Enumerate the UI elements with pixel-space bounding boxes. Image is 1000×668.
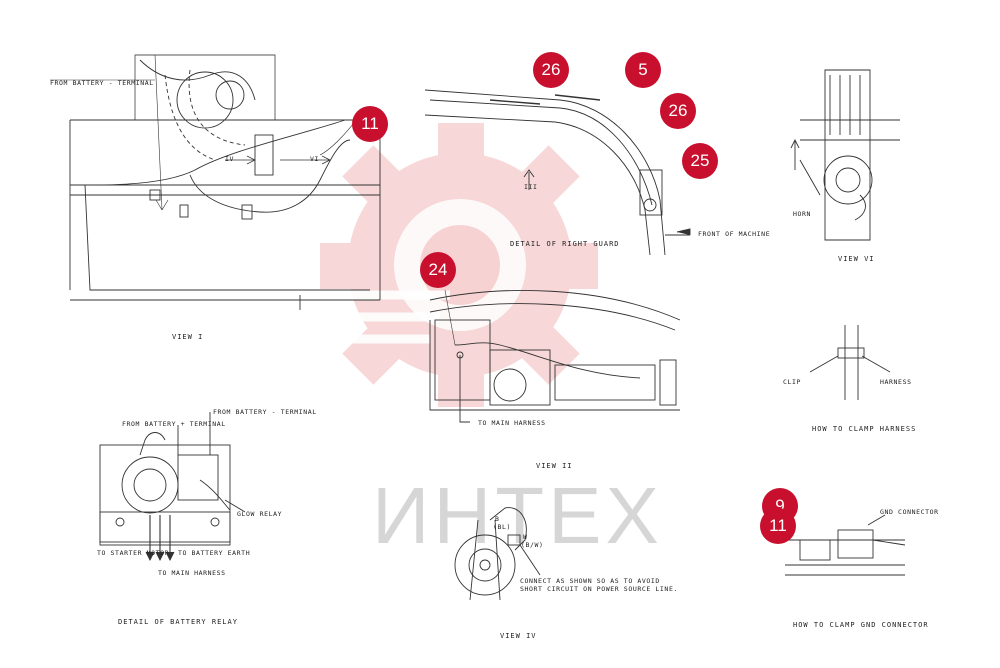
callout-11-gnd[interactable]: 11 (760, 508, 796, 544)
callout-5[interactable]: 5 (625, 52, 661, 88)
callout-25[interactable]: 25 (682, 143, 718, 179)
watermark-gear-icon (320, 123, 598, 407)
label-connect-note-1: CONNECT AS SHOWN SO AS TO AVOID (520, 577, 660, 585)
caption-how-to-clamp-gnd: HOW TO CLAMP GND CONNECTOR (793, 621, 929, 629)
caption-detail-battery-relay: DETAIL OF BATTERY RELAY (118, 618, 238, 626)
label-harness: HARNESS (880, 378, 912, 386)
label-connect-note-2: SHORT CIRCUIT ON POWER SOURCE LINE. (520, 585, 678, 593)
callout-26-right[interactable]: 26 (660, 93, 696, 129)
label-to-main-harness-view2: TO MAIN HARNESS (478, 419, 546, 427)
caption-how-to-clamp-harness: HOW TO CLAMP HARNESS (812, 425, 917, 433)
label-view-vi-mark: VI (310, 155, 320, 163)
label-bl-mark: (BL) (493, 523, 512, 531)
label-from-battery-minus-relay: FROM BATTERY - TERMINAL (213, 408, 317, 416)
callout-26-top[interactable]: 26 (533, 52, 569, 88)
caption-view-4: VIEW IV (500, 632, 537, 640)
label-view-iv-mark: IV (225, 155, 235, 163)
label-from-battery-minus-top: FROM BATTERY - TERMINAL (50, 79, 154, 87)
label-front-of-machine: FRONT OF MACHINE (698, 230, 771, 238)
view-4-drawing (454, 507, 541, 601)
label-b-mark: B (495, 515, 500, 523)
caption-detail-right-guard: DETAIL OF RIGHT GUARD (510, 240, 620, 248)
view-6-drawing (790, 69, 900, 241)
clamp-harness-drawing (809, 325, 891, 400)
gnd-clamp-drawing (785, 514, 906, 576)
battery-relay-drawing (99, 412, 246, 562)
caption-view-1: VIEW I (172, 333, 204, 341)
callout-24[interactable]: 24 (420, 252, 456, 288)
label-bw-mark: (B/W) (521, 541, 544, 549)
label-to-main-harness-relay: TO MAIN HARNESS (158, 569, 226, 577)
label-horn: HORN (793, 210, 812, 218)
label-to-starter-motor: TO STARTER MOTOR (97, 549, 170, 557)
label-clip: CLIP (783, 378, 802, 386)
caption-view-2: VIEW II (536, 462, 573, 470)
label-view-iii-mark: III (524, 183, 538, 191)
view-1-drawing (50, 54, 381, 310)
label-to-battery-earth: TO BATTERY EARTH (178, 549, 251, 557)
callout-11-view1[interactable]: 11 (352, 106, 388, 142)
caption-view-6: VIEW VI (838, 255, 875, 263)
label-w-mark: W (523, 533, 528, 541)
label-from-battery-plus: FROM BATTERY + TERMINAL (122, 420, 226, 428)
right-guard-drawing (424, 89, 691, 256)
label-gnd-connector: GND CONNECTOR (880, 508, 939, 516)
label-glow-relay: GLOW RELAY (237, 510, 283, 518)
view-2-drawing (429, 289, 681, 423)
